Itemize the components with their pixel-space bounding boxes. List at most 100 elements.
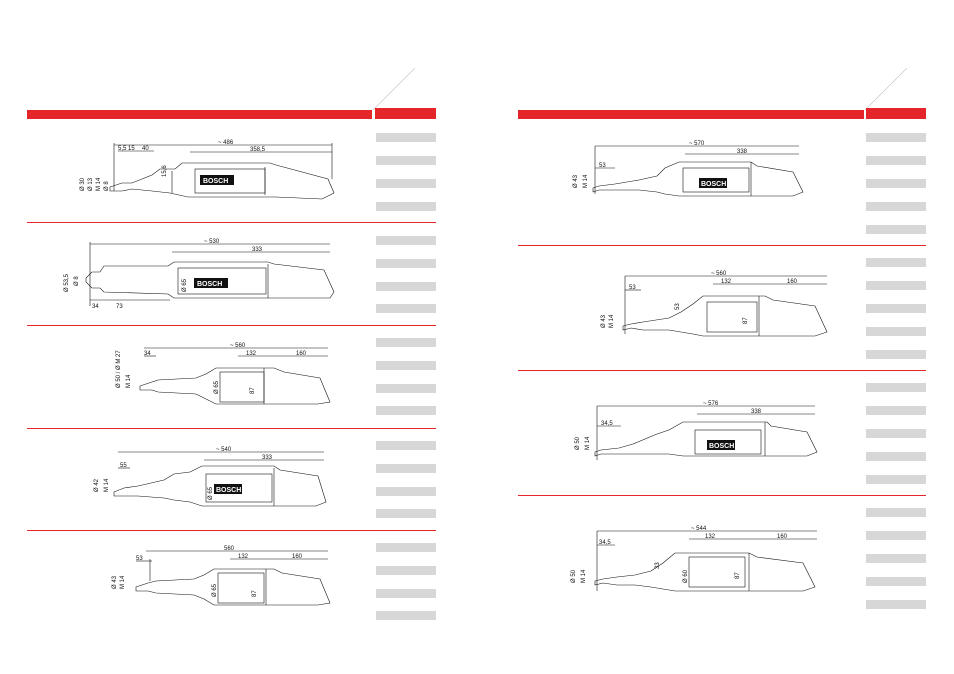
row-separator — [518, 495, 926, 496]
dimension-label: ~ 486 — [218, 140, 234, 146]
dimension-label: 87 — [743, 317, 749, 324]
dimension-label: 560 — [224, 546, 235, 552]
row-separator — [27, 428, 436, 429]
header-red-tab — [375, 108, 436, 119]
corner-diagonal — [865, 68, 907, 110]
spec-cell — [866, 554, 926, 563]
dimension-label: ~ 530 — [204, 239, 220, 245]
brand-logo: BOSCH — [701, 181, 726, 188]
dimension-label: 132 — [246, 351, 257, 357]
dimension-label: M 14 — [583, 174, 589, 188]
spec-cell — [376, 259, 436, 268]
dimension-label: 338 — [737, 149, 748, 155]
dimension-label: Ø 65 — [182, 278, 188, 292]
dimension-label: 53 — [675, 303, 681, 310]
dimension-label: 34,5 — [599, 540, 611, 546]
spec-cell — [866, 156, 926, 165]
dimension-label: Ø 13 — [88, 177, 94, 191]
spec-cell — [866, 577, 926, 586]
tool-drawing-3: ~ 560 132 160 34 Ø 50 / Ø M 27 M 14 87 Ø… — [106, 342, 336, 417]
brand-logo: BOSCH — [197, 281, 222, 288]
dimension-label: 160 — [777, 534, 788, 540]
tool-drawing-1: BOSCH ~ 570 338 53 Ø 43 M 14 — [565, 140, 825, 210]
spec-cell — [376, 543, 436, 552]
tool-drawing-1: BOSCH ~ 486 358,5 40 5,5 15 15,6 Ø 30 Ø … — [70, 135, 360, 215]
dimension-label: Ø 42 — [94, 478, 100, 492]
dimension-label: Ø 8 — [74, 276, 80, 286]
spec-cell — [866, 304, 926, 313]
dimension-label: Ø 30 — [80, 177, 86, 191]
dimension-label: 160 — [292, 554, 303, 560]
dimension-label: ~ 540 — [216, 447, 232, 453]
spec-cell — [866, 327, 926, 336]
spec-cell — [376, 611, 436, 620]
dimension-label: 358,5 — [250, 147, 266, 153]
dimension-label: 15 — [128, 146, 135, 152]
dimension-label: 55 — [120, 463, 127, 469]
dimension-label: 333 — [262, 455, 273, 461]
spec-cell — [376, 384, 436, 393]
dimension-label: 132 — [721, 279, 732, 285]
dimension-label: M 14 — [581, 569, 587, 583]
row-separator — [27, 222, 436, 223]
spec-cell — [866, 531, 926, 540]
spec-cell — [866, 179, 926, 188]
spec-cell — [376, 361, 436, 370]
header-red-bar — [27, 110, 372, 119]
spec-cell — [376, 509, 436, 518]
tool-drawing-2: ~ 560 132 160 53 53 Ø 43 M 14 87 — [595, 270, 835, 350]
dimension-label: 73 — [116, 304, 123, 310]
dimension-label: Ø 65 — [212, 583, 218, 597]
dimension-label: Ø 43 — [601, 314, 607, 328]
spec-cell — [376, 133, 436, 142]
spec-cell — [866, 429, 926, 438]
spec-cell — [376, 487, 436, 496]
brand-logo: BOSCH — [709, 443, 734, 450]
spec-cell — [866, 225, 926, 234]
dimension-label: M 14 — [104, 478, 110, 492]
spec-cell — [376, 464, 436, 473]
spec-cell — [376, 156, 436, 165]
dimension-label: 34 — [92, 304, 99, 310]
spec-cell — [866, 600, 926, 609]
dimension-label: 160 — [296, 351, 307, 357]
tool-drawing-4: BOSCH ~ 540 333 Ø 42 M 14 55 Ø 65 — [90, 446, 340, 521]
dimension-label: Ø 50 — [575, 436, 581, 450]
dimension-label: Ø 50 — [571, 569, 577, 583]
dimension-label: M 14 — [120, 575, 126, 589]
header-red-tab — [866, 108, 926, 119]
spec-cell — [376, 338, 436, 347]
spec-cell — [866, 383, 926, 392]
dimension-label: Ø 60 — [683, 569, 689, 583]
row-separator — [27, 530, 436, 531]
spec-cell — [376, 282, 436, 291]
spec-cell — [866, 406, 926, 415]
dimension-label: ~ 544 — [691, 526, 707, 532]
spec-cell — [376, 236, 436, 245]
dimension-label: 34 — [144, 351, 151, 357]
dimension-label: ~ 576 — [703, 401, 719, 407]
dimension-label: Ø 43 — [112, 575, 118, 589]
dimension-label: 53 — [136, 556, 143, 562]
spec-cell — [866, 202, 926, 211]
dimension-label: 15,6 — [162, 165, 168, 177]
tool-drawing-2: BOSCH ~ 530 333 Ø 53,5 Ø 8 34 73 Ø 65 — [60, 236, 350, 316]
dimension-label: 333 — [252, 247, 263, 253]
brand-logo: BOSCH — [216, 487, 241, 494]
dimension-label: M 14 — [585, 436, 591, 450]
spec-cell — [376, 441, 436, 450]
dimension-label: 40 — [142, 146, 149, 152]
dimension-label: 338 — [751, 409, 762, 415]
corner-diagonal — [373, 68, 415, 110]
spec-cell — [866, 133, 926, 142]
header-red-bar — [518, 110, 864, 119]
spec-cell — [866, 281, 926, 290]
dimension-label: 132 — [238, 554, 249, 560]
dimension-label: 87 — [252, 590, 258, 597]
spec-cell — [376, 566, 436, 575]
dimension-label: 34,5 — [601, 421, 613, 427]
row-separator — [27, 325, 436, 326]
dimension-label: 87 — [735, 572, 741, 579]
dimension-label: Ø 65 — [214, 380, 220, 394]
tool-drawing-3: BOSCH ~ 576 338 34,5 Ø 50 M 14 — [571, 400, 831, 470]
